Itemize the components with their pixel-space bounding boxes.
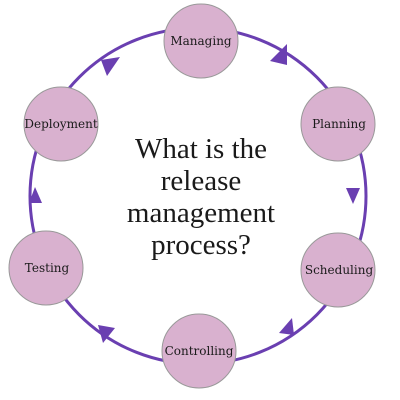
step-node-managing: Managing xyxy=(163,3,239,79)
arrow-managing-to-planning xyxy=(270,44,287,65)
step-circle xyxy=(161,313,237,389)
arrow-deployment-to-managing xyxy=(101,57,120,76)
step-node-deployment: Deployment xyxy=(23,86,99,162)
arrow-controlling-to-testing xyxy=(98,325,115,343)
step-circle xyxy=(23,86,99,162)
arrow-testing-to-deployment xyxy=(29,187,42,203)
step-circle xyxy=(300,86,376,162)
step-node-controlling: Controlling xyxy=(161,313,237,389)
step-node-testing: Testing xyxy=(8,230,84,306)
step-node-planning: Planning xyxy=(300,86,376,162)
step-node-scheduling: Scheduling xyxy=(300,232,376,308)
step-label: Scheduling xyxy=(305,263,374,277)
step-circle xyxy=(300,232,376,308)
step-circle xyxy=(8,230,84,306)
center-title-line: management xyxy=(127,197,275,229)
arrow-planning-to-scheduling xyxy=(346,188,360,204)
center-title-line: process? xyxy=(151,229,251,261)
cycle-arrows xyxy=(29,44,360,343)
arrow-scheduling-to-controlling xyxy=(279,318,294,335)
step-label: Deployment xyxy=(24,117,97,131)
step-circle xyxy=(163,3,239,79)
step-label: Controlling xyxy=(165,344,234,358)
step-label: Planning xyxy=(312,117,366,131)
step-label: Testing xyxy=(25,261,70,275)
center-title-line: What is the xyxy=(135,133,267,165)
step-label: Managing xyxy=(170,34,232,48)
center-title: What is the release management process? xyxy=(127,133,275,261)
center-title-line: release xyxy=(161,165,242,197)
